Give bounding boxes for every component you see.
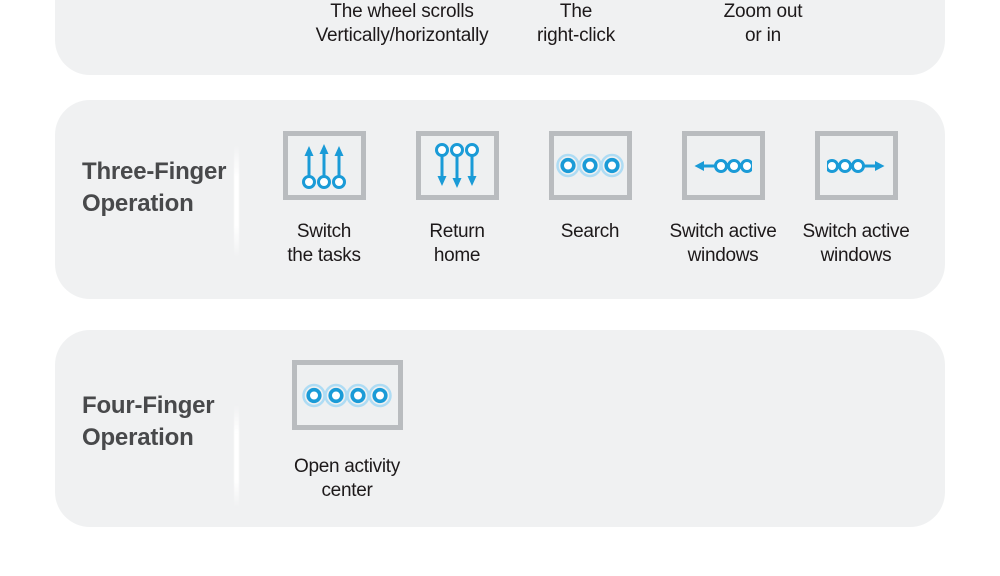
- gesture-label: Switch active windows: [789, 220, 923, 268]
- gesture-label: Search: [523, 220, 657, 244]
- three-finger-swipe-up-icon: [302, 143, 346, 189]
- gesture-box: [681, 131, 765, 200]
- gesture-box: [291, 360, 403, 430]
- section-title-line: Three-Finger: [82, 158, 227, 185]
- gesture-label-line: center: [321, 480, 373, 501]
- gesture-item: Search: [523, 131, 657, 244]
- gesture-label-line: Open activity: [294, 456, 400, 477]
- three-finger-swipe-down-icon: [435, 142, 479, 188]
- gesture-label-line: the tasks: [287, 245, 361, 266]
- gesture-label-line: Zoom out: [723, 1, 803, 22]
- gesture-label-line: Vertically/horizontally: [315, 25, 489, 46]
- three-finger-swipe-left-icon: [694, 158, 752, 173]
- gesture-item: Return home: [390, 131, 524, 268]
- three-finger-operation-panel: Three-Finger Operation Switch the tasks: [55, 100, 945, 299]
- gesture-box: [415, 131, 499, 200]
- gesture-label-line: windows: [820, 245, 892, 266]
- gesture-label: The right-click: [456, 0, 696, 48]
- gesture-label: The wheel scrolls Vertically/horizontall…: [282, 0, 522, 48]
- section-title-line: Operation: [82, 424, 194, 451]
- section-title-line: Four-Finger: [82, 392, 215, 419]
- vertical-divider: [234, 404, 239, 508]
- vertical-divider: [234, 144, 239, 258]
- gesture-label-line: home: [433, 245, 481, 266]
- gesture-label: Switch active windows: [656, 220, 790, 268]
- gesture-label-line: Switch active: [669, 221, 777, 242]
- gesture-box: [814, 131, 898, 200]
- gesture-label: Zoom out or in: [643, 0, 883, 48]
- gesture-label-line: The: [559, 1, 593, 22]
- four-finger-operation-panel: Four-Finger Operation: [55, 330, 945, 527]
- gesture-item: Switch the tasks: [257, 131, 391, 268]
- gesture-item: Switch active windows: [789, 131, 923, 268]
- two-finger-operation-panel: The wheel scrolls Vertically/horizontall…: [55, 0, 945, 75]
- gesture-label: Return home: [390, 220, 524, 268]
- gesture-box: [282, 131, 366, 200]
- three-finger-swipe-right-icon: [827, 158, 885, 173]
- gesture-label: Switch the tasks: [257, 220, 391, 268]
- gesture-label-line: Search: [560, 221, 620, 242]
- gesture-label-line: The wheel scrolls: [330, 1, 474, 22]
- gesture-item: Open activity center: [267, 360, 427, 503]
- section-title: Three-Finger Operation: [82, 156, 226, 220]
- section-title-line: Operation: [82, 190, 194, 217]
- gesture-label: Open activity center: [267, 455, 427, 503]
- gesture-box: [548, 131, 632, 200]
- gesture-label-line: Return: [429, 221, 485, 242]
- section-title: Four-Finger Operation: [82, 390, 215, 454]
- gesture-label-line: or in: [745, 25, 781, 46]
- three-finger-tap-icon: [556, 153, 624, 178]
- gesture-label-line: Switch: [296, 221, 352, 242]
- gesture-item: Switch active windows: [656, 131, 790, 268]
- gesture-label-line: windows: [687, 245, 759, 266]
- gesture-label-line: right-click: [536, 25, 616, 46]
- four-finger-tap-icon: [302, 383, 392, 407]
- gesture-label-line: Switch active: [802, 221, 910, 242]
